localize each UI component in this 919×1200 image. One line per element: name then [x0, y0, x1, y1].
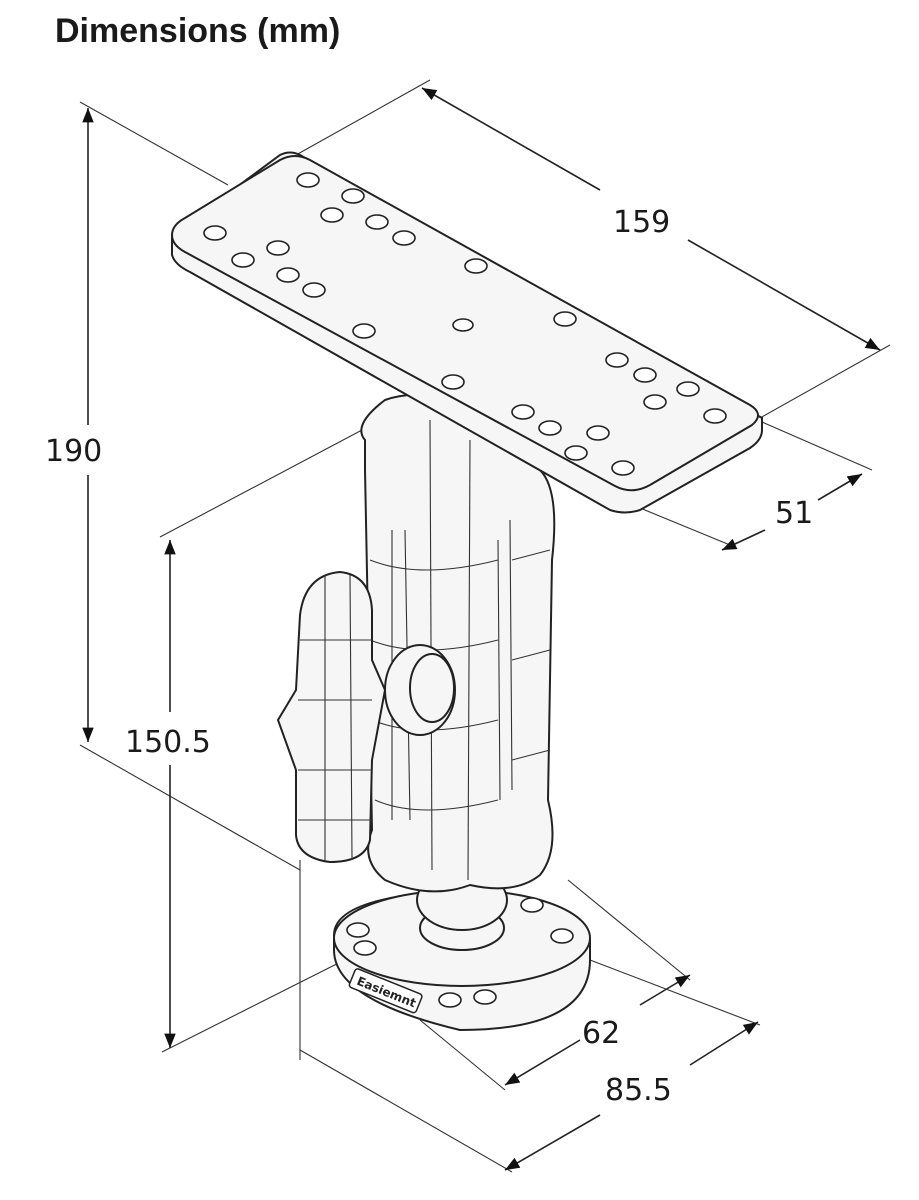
dimension-label-150-5: 150.5	[125, 725, 211, 760]
plate-hole	[392, 230, 416, 246]
extension-line	[761, 421, 873, 471]
top-plate	[170, 151, 763, 514]
plate-hole	[633, 367, 657, 383]
diagram-title: Dimensions (mm)	[55, 12, 341, 50]
dimension-line	[639, 974, 691, 1006]
plate-hole	[703, 408, 727, 424]
dimension-label-190: 190	[45, 434, 102, 469]
plate-hole	[296, 172, 320, 188]
extension-line	[567, 879, 691, 981]
extension-line-right	[759, 344, 891, 419]
extension-line-bottom	[79, 744, 301, 871]
extension-line	[589, 959, 761, 1026]
dimension-line	[421, 87, 601, 191]
plate-hole	[676, 381, 700, 397]
extension-line	[299, 1049, 513, 1173]
knob	[276, 570, 456, 864]
dimension-base-inner: 62	[419, 879, 691, 1091]
plate-hole	[231, 252, 255, 268]
plate-hole	[352, 323, 376, 339]
plate-hole	[464, 258, 488, 274]
plate-hole	[365, 214, 389, 230]
plate-hole	[452, 318, 474, 332]
base-hole	[520, 897, 544, 913]
base-hole	[550, 928, 574, 944]
arm-body	[360, 394, 556, 893]
plate-hole	[266, 240, 290, 256]
plate-hole	[341, 188, 365, 204]
plate-hole	[302, 282, 326, 298]
dimension-line	[721, 529, 766, 551]
base-hole	[353, 940, 377, 956]
plate-hole	[564, 445, 588, 461]
plate-hole	[538, 420, 562, 436]
dimension-label-159: 159	[613, 205, 670, 240]
dimension-label-85-5: 85.5	[605, 1073, 672, 1108]
dimension-line	[817, 473, 863, 501]
extension-line-left	[295, 79, 431, 156]
plate-hole	[441, 374, 465, 390]
dimension-base-outer: 85.5	[299, 860, 761, 1173]
dimension-label-51: 51	[775, 496, 813, 531]
base-hole	[438, 992, 462, 1008]
dimension-plate-length: 159	[295, 79, 891, 419]
dimension-line	[689, 1021, 759, 1066]
plate-hole	[320, 207, 344, 223]
dimension-plate-width: 51	[639, 421, 873, 551]
extension-line	[639, 507, 731, 546]
plate-hole	[553, 311, 577, 327]
base-hole	[473, 989, 497, 1005]
plate-hole	[643, 394, 667, 410]
base-hole	[346, 922, 370, 938]
dimension-arm-height: 150.5	[125, 429, 421, 1053]
dimension-total-height: 190	[45, 101, 301, 871]
dimension-label-62: 62	[582, 1016, 620, 1051]
extension-line	[419, 1019, 506, 1091]
plate-hole	[586, 425, 610, 441]
extension-line-top	[159, 429, 363, 538]
plate-hole	[276, 267, 300, 283]
base-plate: Easiemnt	[333, 869, 591, 1032]
plate-hole	[611, 460, 635, 476]
plate-hole	[511, 404, 535, 420]
plate-hole	[605, 352, 629, 368]
dimension-line	[504, 1039, 581, 1086]
plate-hole	[203, 225, 227, 241]
dimension-line	[687, 239, 881, 351]
extension-line-top	[79, 101, 229, 186]
dimension-line	[504, 1114, 601, 1171]
